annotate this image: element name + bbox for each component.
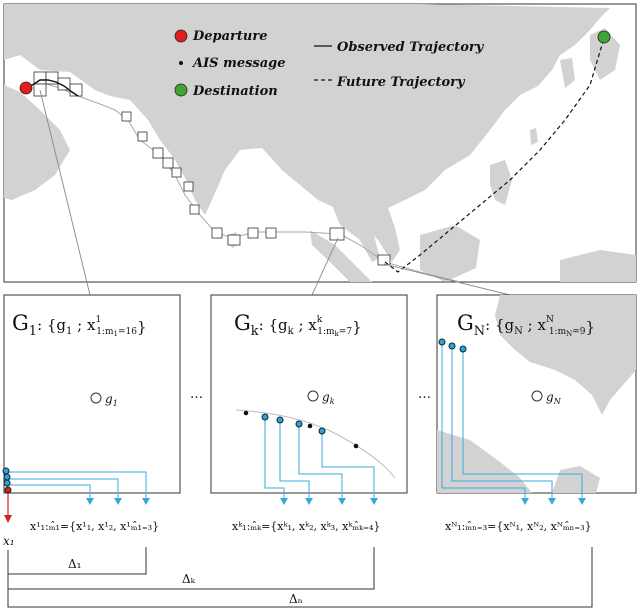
destination-marker (597, 30, 611, 44)
delta-brackets (7, 547, 593, 608)
legend-departure-dot (174, 29, 188, 43)
departure-marker (19, 81, 33, 95)
legend: Departure AIS message Destination Observ… (174, 29, 485, 99)
panel-k-points (243, 410, 359, 449)
panel-1-center (90, 392, 102, 404)
ellipsis-2: … (418, 387, 431, 402)
callout-lines (39, 89, 511, 296)
panel-n-center (531, 390, 543, 402)
panel-k-trajectory (235, 409, 396, 479)
panel-n-points (438, 338, 467, 353)
x1-label: x₁ (3, 534, 15, 548)
panel-n-arrows (521, 498, 586, 505)
red-arrow-head (4, 515, 12, 523)
legend-departure: Departure (192, 29, 267, 44)
delta-n-bracket (7, 547, 593, 608)
panel-1-points (2, 467, 12, 494)
legend-destination-dot (174, 83, 188, 97)
panel-n-formula: xᴺ₁:ₘ̂ₙ₌₃={xᴺ₁, xᴺ₂, xᴺₘ̂ₙ₌₃} (445, 520, 592, 533)
land-shapes (4, 4, 636, 282)
legend-destination: Destination (192, 84, 278, 99)
panel-k-formula: xᵏ₁:ₘ̂ₖ={xᵏ₁, xᵏ₂, xᵏ₃, xᵏₘ̂ₖ₌₄} (232, 520, 380, 533)
panel-k-center-label: gk (322, 390, 335, 406)
ellipsis-1: … (190, 387, 203, 402)
panel-n-land (437, 295, 636, 493)
delta-n-label: Δₙ (289, 592, 303, 606)
panel-1-formula: x¹₁:ₘ̂₁={x¹₁, x¹₂, x¹ₘ̂₁₌₃} (30, 520, 159, 533)
route-grid-cells (33, 71, 391, 266)
panel-k-center (307, 390, 319, 402)
panel-1-center-label: g1 (105, 392, 118, 408)
legend-ais-dot (179, 61, 183, 65)
delta-1-bracket (7, 547, 147, 575)
panel-1-arrows (86, 498, 150, 505)
delta-k-bracket (7, 547, 375, 590)
panel-k-connectors (264, 418, 375, 498)
panel-n-connectors (441, 342, 583, 498)
panel-k-arrows (280, 498, 378, 505)
delta-k-label: Δₖ (182, 572, 196, 586)
panel-1-connectors (7, 471, 147, 498)
legend-ais: AIS message (191, 56, 286, 71)
observed-trajectory-line (25, 79, 79, 97)
legend-observed: Observed Trajectory (337, 40, 485, 55)
map-panel: Departure AIS message Destination Observ… (3, 3, 637, 296)
panel-1-frame (3, 294, 181, 494)
legend-future: Future Trajectory (336, 75, 466, 90)
delta-1-label: Δ₁ (68, 557, 81, 571)
panel-n-center-label: gN (546, 390, 562, 406)
future-trajectory-line (384, 37, 605, 273)
